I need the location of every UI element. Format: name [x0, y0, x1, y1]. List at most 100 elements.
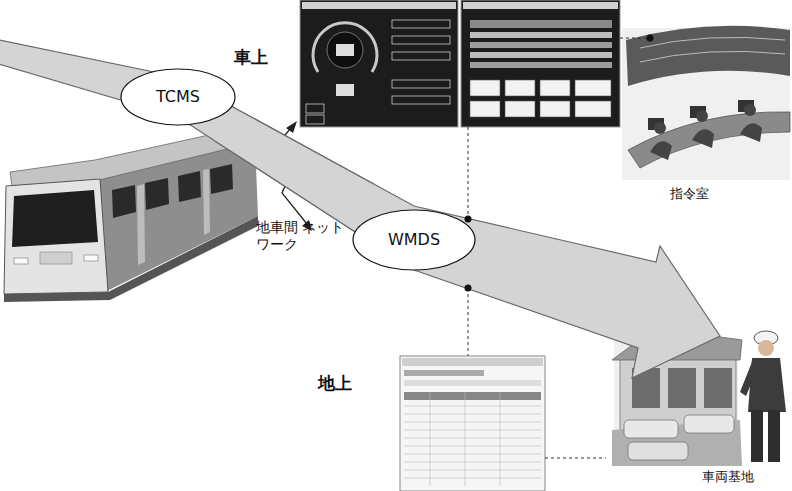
place-label: 指令室: [670, 186, 709, 202]
depot-illustration: [768, 410, 780, 462]
depot-illustration: [758, 340, 774, 356]
region-label: 地上: [318, 373, 352, 393]
monitor-screen: [461, 0, 620, 127]
control-room-illustration: [744, 104, 756, 116]
train-illustration: [4, 126, 258, 302]
depot-illustration: [751, 410, 763, 462]
train-illustration: [12, 190, 98, 247]
train-illustration: [14, 258, 28, 264]
monitor-screen: [306, 115, 324, 124]
monitor-screen: [470, 62, 612, 68]
maintenance-screen: [400, 356, 545, 491]
maintenance-screen: [404, 454, 541, 455]
maintenance-screen: [404, 462, 541, 463]
control-room-illustration: [654, 122, 666, 134]
monitor-screen: [470, 101, 500, 117]
node-label: TCMS: [156, 87, 200, 106]
train-illustration: [40, 252, 72, 264]
maintenance-screen: [404, 446, 541, 447]
maintenance-screen: [404, 392, 541, 486]
monitor-screen: [313, 23, 377, 72]
link-dot: [465, 216, 472, 223]
depot-illustration: [668, 368, 696, 408]
maintenance-screen: [404, 380, 541, 386]
ellipse-node: TCMS: [120, 68, 236, 126]
place-label: 車両基地: [702, 469, 754, 485]
link-dot: [465, 285, 472, 292]
maintenance-screen: [404, 414, 541, 415]
control-room-illustration: [626, 26, 790, 86]
train-illustration: [178, 171, 201, 202]
monitor-screen: [392, 36, 450, 44]
monitor-screen: [575, 101, 611, 117]
dashed-link: [468, 288, 469, 356]
monitor-screen: [392, 80, 450, 88]
depot-illustration: [624, 420, 678, 438]
train-illustration: [4, 179, 108, 294]
train-illustration: [145, 178, 169, 210]
maintenance-screen: [404, 370, 484, 376]
control-room-illustration: [640, 51, 785, 62]
monitor-screen: [336, 44, 354, 56]
dashed-link: [545, 458, 606, 459]
wireless-arrow: [286, 121, 297, 133]
control-room-illustration: [692, 129, 714, 148]
monitor-screen: [306, 104, 324, 113]
maintenance-screen: [404, 406, 541, 407]
maintenance-screen: [400, 356, 545, 491]
depot-illustration: [740, 362, 756, 396]
ellipse-shape: [353, 210, 475, 270]
band-arrow: [0, 39, 720, 378]
monitor-screen: [540, 101, 570, 117]
control-room-illustration: [640, 37, 785, 48]
monitor-screen: [470, 80, 500, 96]
maintenance-screen: [500, 392, 501, 486]
control-room-illustration: [740, 123, 762, 142]
maintenance-screen: [430, 392, 431, 486]
link-dot: [647, 35, 654, 42]
monitor-screen: [336, 84, 354, 96]
maintenance-screen: [404, 392, 541, 400]
depot-illustration: [704, 368, 732, 408]
monitor-screen: [505, 101, 535, 117]
train-illustration: [137, 184, 145, 265]
train-illustration: [112, 185, 136, 218]
depot-illustration: [748, 358, 786, 412]
monitor-screen: [392, 52, 450, 60]
monitor-screen: [470, 52, 612, 58]
monitor-screen: [470, 42, 612, 48]
train-illustration: [203, 169, 210, 235]
link-dot: [465, 35, 654, 292]
monitor-screen: [470, 32, 612, 38]
monitor-screen: [461, 0, 620, 127]
monitor-screen: [392, 20, 450, 28]
monitor-screen: [470, 20, 612, 28]
node-content: TCMS: [120, 68, 236, 126]
control-room-illustration: [650, 141, 672, 160]
dashed-link: [468, 38, 650, 458]
maintenance-screen: [402, 358, 543, 366]
depot-illustration: [628, 442, 688, 460]
dashed-link: [620, 38, 650, 39]
monitor-screen: [300, 0, 458, 127]
train-illustration: [84, 255, 98, 261]
monitor-screen: [463, 2, 618, 9]
region-label: 車上: [234, 47, 268, 67]
band-edge-line: [215, 97, 375, 184]
maintenance-screen: [465, 392, 466, 486]
monitor-screen: [302, 2, 456, 9]
monitor-screen: [505, 80, 535, 96]
control-room-illustration: [628, 112, 790, 168]
monitor-screen: [540, 80, 570, 96]
maintenance-screen: [404, 470, 541, 471]
ellipse-node: WMDS: [352, 209, 476, 271]
control-room-illustration: [696, 110, 708, 122]
train-illustration: [210, 164, 233, 194]
network-label: 地車間 ネットワーク: [256, 219, 348, 253]
node-content: WMDS: [352, 209, 476, 271]
train-illustration: [4, 216, 258, 302]
maintenance-screen: [404, 478, 541, 479]
maintenance-screen: [404, 430, 541, 431]
monitor-screen: [300, 0, 458, 127]
